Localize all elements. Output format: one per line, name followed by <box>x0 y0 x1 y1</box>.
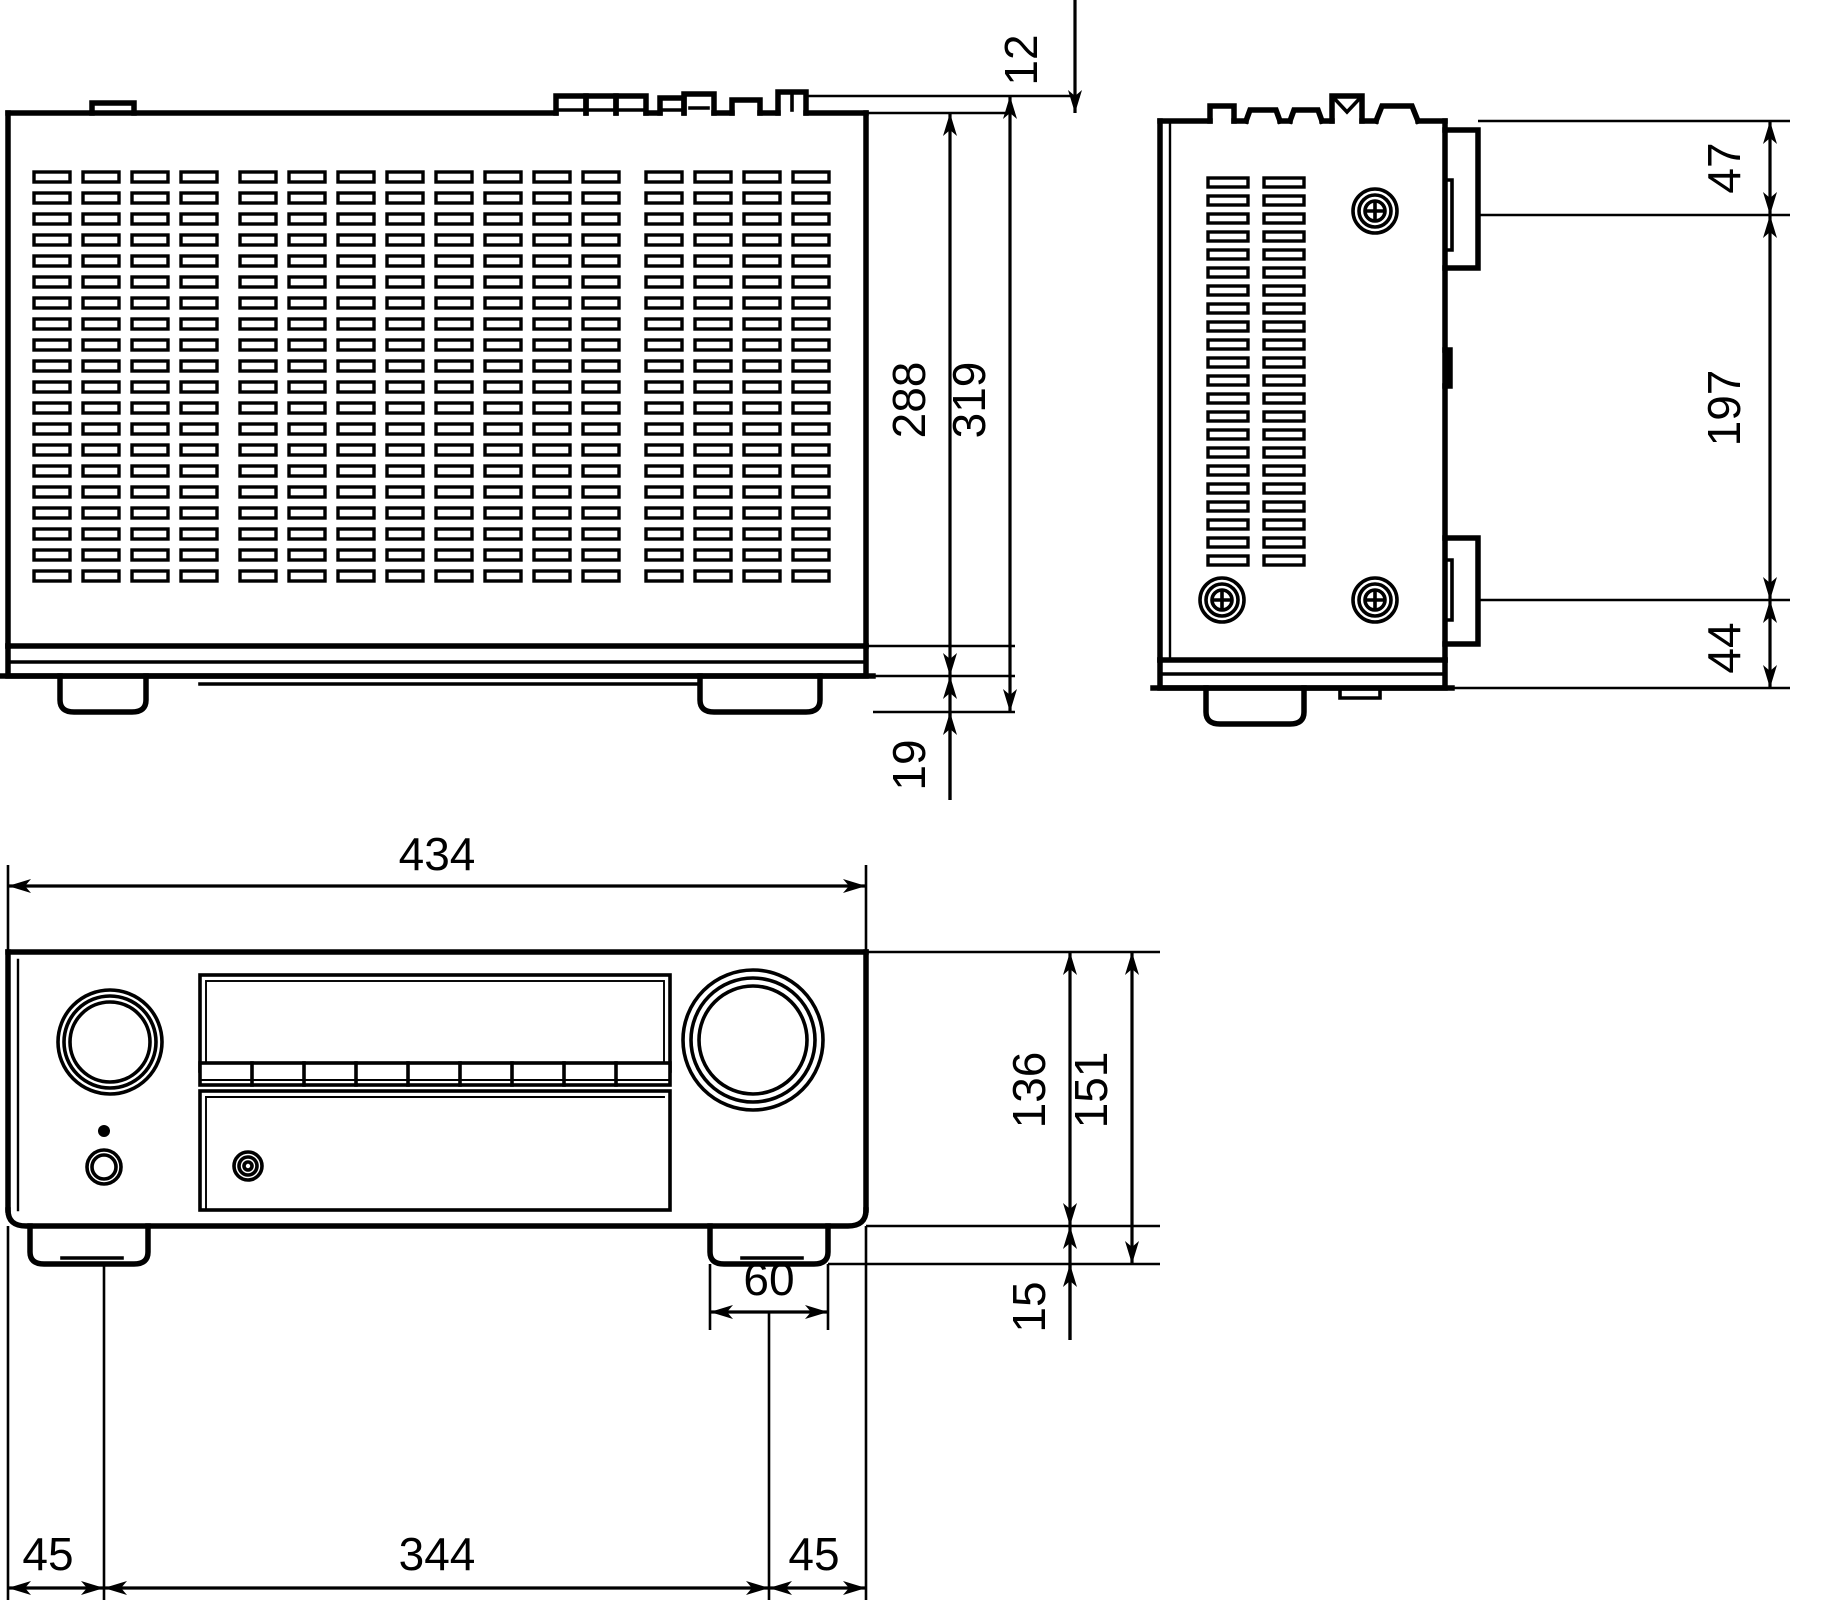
dim-47-group: 47 <box>1698 121 1777 215</box>
side-view-screw-lower-left <box>1198 576 1246 624</box>
dim-label-344: 344 <box>399 1528 476 1580</box>
side-view-screw-lower-right <box>1351 576 1399 624</box>
dim-12-group: 12 <box>995 0 1082 113</box>
top-view-front-band <box>0 643 876 686</box>
dim-197-group: 197 <box>1698 215 1777 600</box>
dim-45-right-group: 45 <box>769 1528 866 1595</box>
front-view-feet <box>27 1223 831 1267</box>
dim-label-136: 136 <box>1003 1052 1055 1129</box>
dim-60-group: 60 <box>708 1253 830 1330</box>
top-view-vent-slots <box>32 170 831 583</box>
side-view-vent-slots <box>1206 176 1306 567</box>
dim-15-group: 15 <box>1003 1226 1077 1340</box>
front-view-led-indicator <box>98 1125 110 1137</box>
dim-label-60: 60 <box>743 1253 794 1305</box>
side-view-dimensions: 47 197 44 <box>1452 119 1790 690</box>
front-view-dimensions: 434 136 151 <box>6 828 1160 1600</box>
dim-label-12: 12 <box>995 34 1047 85</box>
top-view-feet <box>57 673 823 715</box>
dim-label-19: 19 <box>883 739 935 790</box>
dim-288-group: 288 <box>883 113 957 676</box>
dim-label-45-right: 45 <box>788 1528 839 1580</box>
dim-44-group: 44 <box>1698 600 1777 688</box>
dim-19-group: 19 <box>883 676 957 800</box>
side-view-rear-terminals <box>1442 127 1481 647</box>
dim-151-group: 151 <box>1065 952 1139 1264</box>
dim-label-44: 44 <box>1698 622 1750 673</box>
top-view-dimensions: 12 288 319 19 <box>806 0 1082 800</box>
dim-434-group: 434 <box>6 828 868 952</box>
top-view <box>0 89 876 715</box>
dim-45-left-group: 45 <box>8 1528 104 1595</box>
dim-136-group: 136 <box>1003 952 1077 1226</box>
side-view <box>1150 93 1481 727</box>
front-view-body-outline <box>5 949 869 1229</box>
dim-344-group: 344 <box>104 1528 769 1595</box>
dim-label-45-left: 45 <box>22 1528 73 1580</box>
dim-label-151: 151 <box>1065 1052 1117 1129</box>
front-view-lower-panel <box>198 1089 672 1212</box>
side-view-screw-upper-right <box>1351 187 1399 235</box>
dim-label-434: 434 <box>399 828 476 880</box>
front-view-power-button <box>85 1148 123 1186</box>
front-view-input-selector-knob <box>56 988 164 1096</box>
dim-label-319: 319 <box>943 362 995 439</box>
front-view-display-panel <box>198 973 672 1073</box>
front-view-button-row <box>198 1061 672 1087</box>
front-view <box>5 949 869 1267</box>
dim-label-15: 15 <box>1003 1281 1055 1332</box>
side-view-front-band <box>1150 657 1455 691</box>
top-view-rear-connectors <box>5 89 869 116</box>
front-view-headphone-jack <box>232 1150 264 1182</box>
side-view-body-outline <box>1157 118 1448 663</box>
side-view-top-connectors <box>1157 93 1448 125</box>
side-view-feet <box>1203 685 1382 727</box>
front-view-volume-knob <box>681 968 825 1112</box>
dim-label-47: 47 <box>1698 142 1750 193</box>
dim-label-197: 197 <box>1698 370 1750 447</box>
top-view-body-outline <box>5 100 869 649</box>
dim-label-288: 288 <box>883 362 935 439</box>
dim-319-group: 319 <box>943 96 1017 712</box>
